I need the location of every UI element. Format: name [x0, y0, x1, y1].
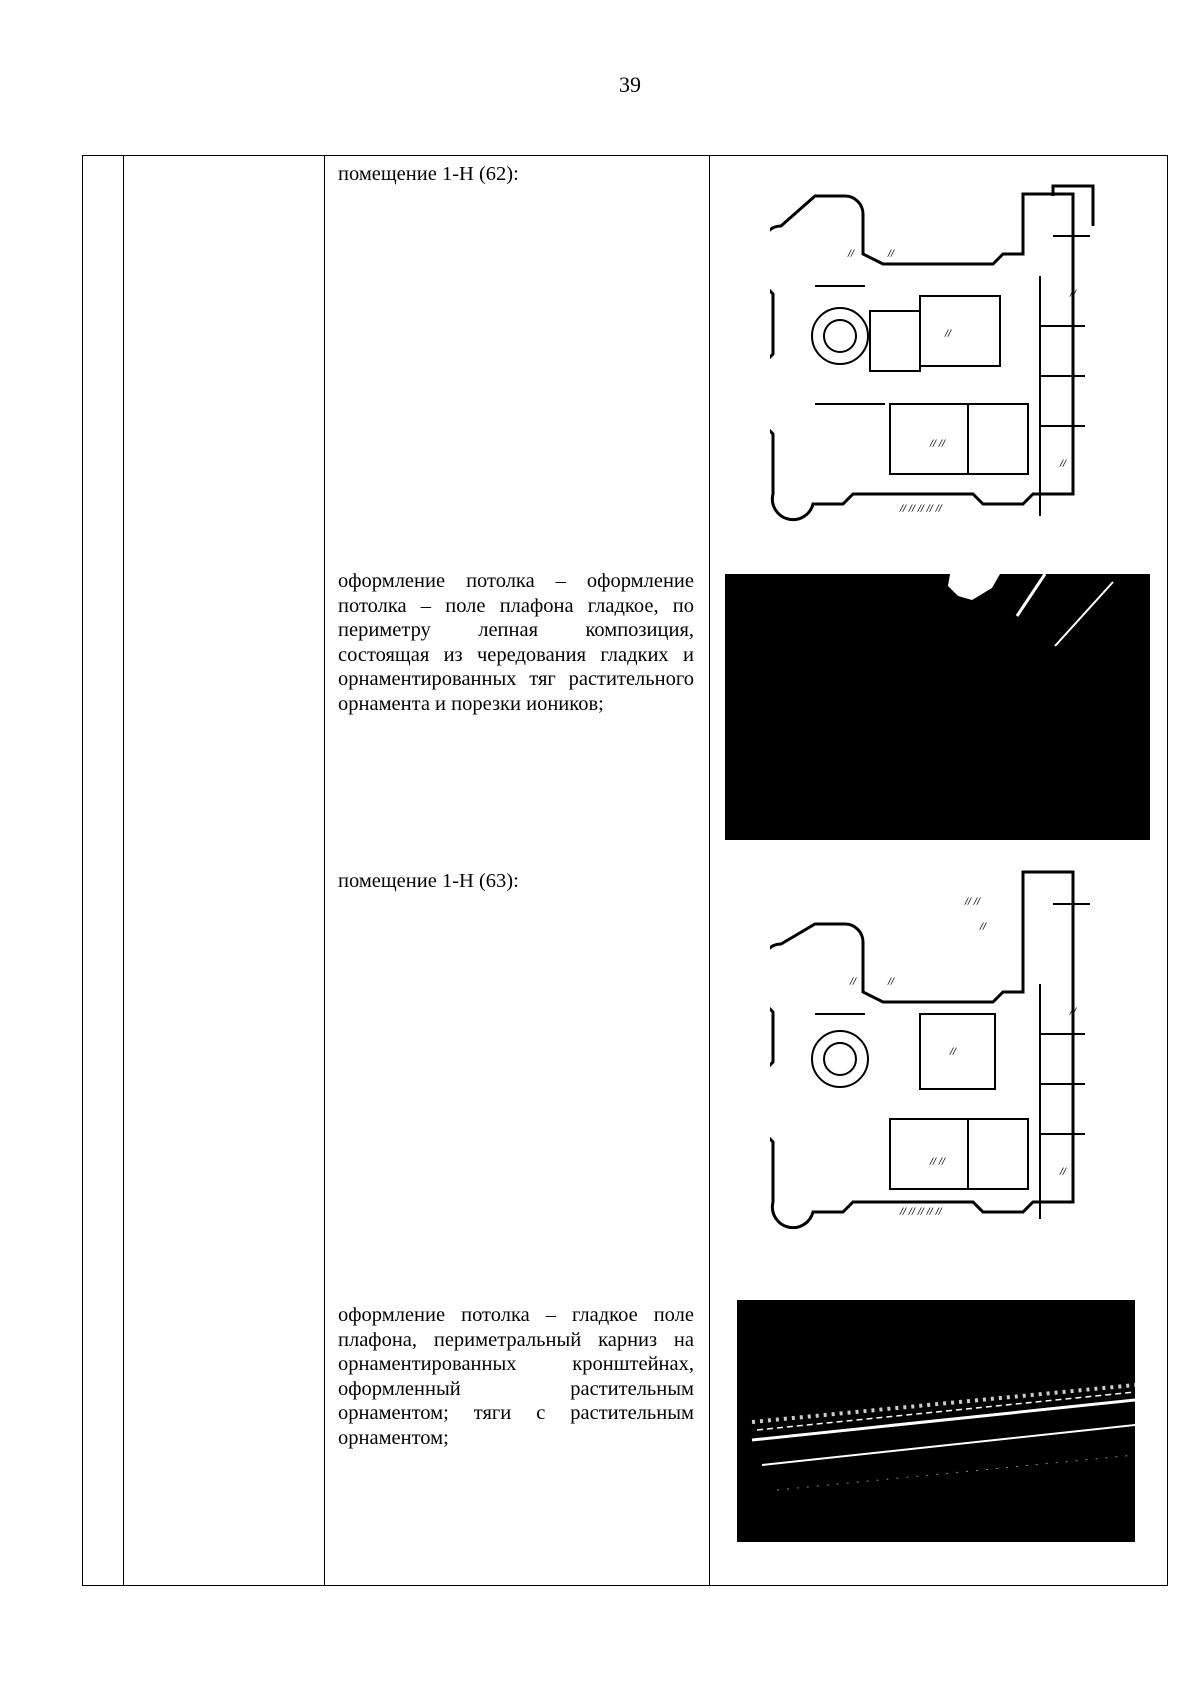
room-heading-62: помещение 1-Н (62):: [338, 163, 519, 185]
svg-text:// // // // //: // // // // //: [899, 504, 943, 514]
svg-text://: //: [1059, 459, 1067, 469]
floor-plan-63-image: // // // // // // // // // // // // // // //: [770, 864, 1100, 1234]
ceiling-photo-62: [725, 574, 1150, 840]
svg-text://: //: [1069, 289, 1077, 299]
svg-text:// // // // //: // // // // //: [899, 1207, 943, 1217]
table-cell-descriptions: помещение 1-Н (62): оформление потолка –…: [324, 155, 710, 1586]
svg-text://: //: [849, 977, 857, 987]
svg-text://: //: [979, 922, 987, 932]
document-table: помещение 1-Н (62): оформление потолка –…: [82, 155, 1168, 1586]
svg-text://: //: [887, 249, 895, 259]
page-number: 39: [619, 72, 641, 97]
svg-text:// //: // //: [929, 1157, 946, 1167]
cornice-photo-63: [737, 1300, 1135, 1542]
svg-text://: //: [887, 977, 895, 987]
table-cell-empty-1: [82, 155, 124, 1586]
svg-text:// //: // //: [964, 897, 981, 907]
room-heading-63: помещение 1-Н (63):: [338, 870, 519, 892]
svg-text:// //: // //: [929, 439, 946, 449]
svg-text://: //: [1069, 1007, 1077, 1017]
ceiling-description-63: оформление потолка – гладкое поле плафон…: [338, 1304, 694, 1449]
svg-text://: //: [847, 249, 855, 259]
ceiling-description-62: оформление потолка – оформление потолка …: [338, 570, 694, 715]
floor-plan-62-image: // // // // // // // // // // // //: [770, 176, 1100, 536]
svg-text://: //: [944, 329, 952, 339]
svg-text://: //: [949, 1047, 957, 1057]
table-cell-images: // // // // // // // // // // // //: [709, 155, 1168, 1586]
svg-text://: //: [1059, 1167, 1067, 1177]
table-cell-empty-2: [123, 155, 325, 1586]
